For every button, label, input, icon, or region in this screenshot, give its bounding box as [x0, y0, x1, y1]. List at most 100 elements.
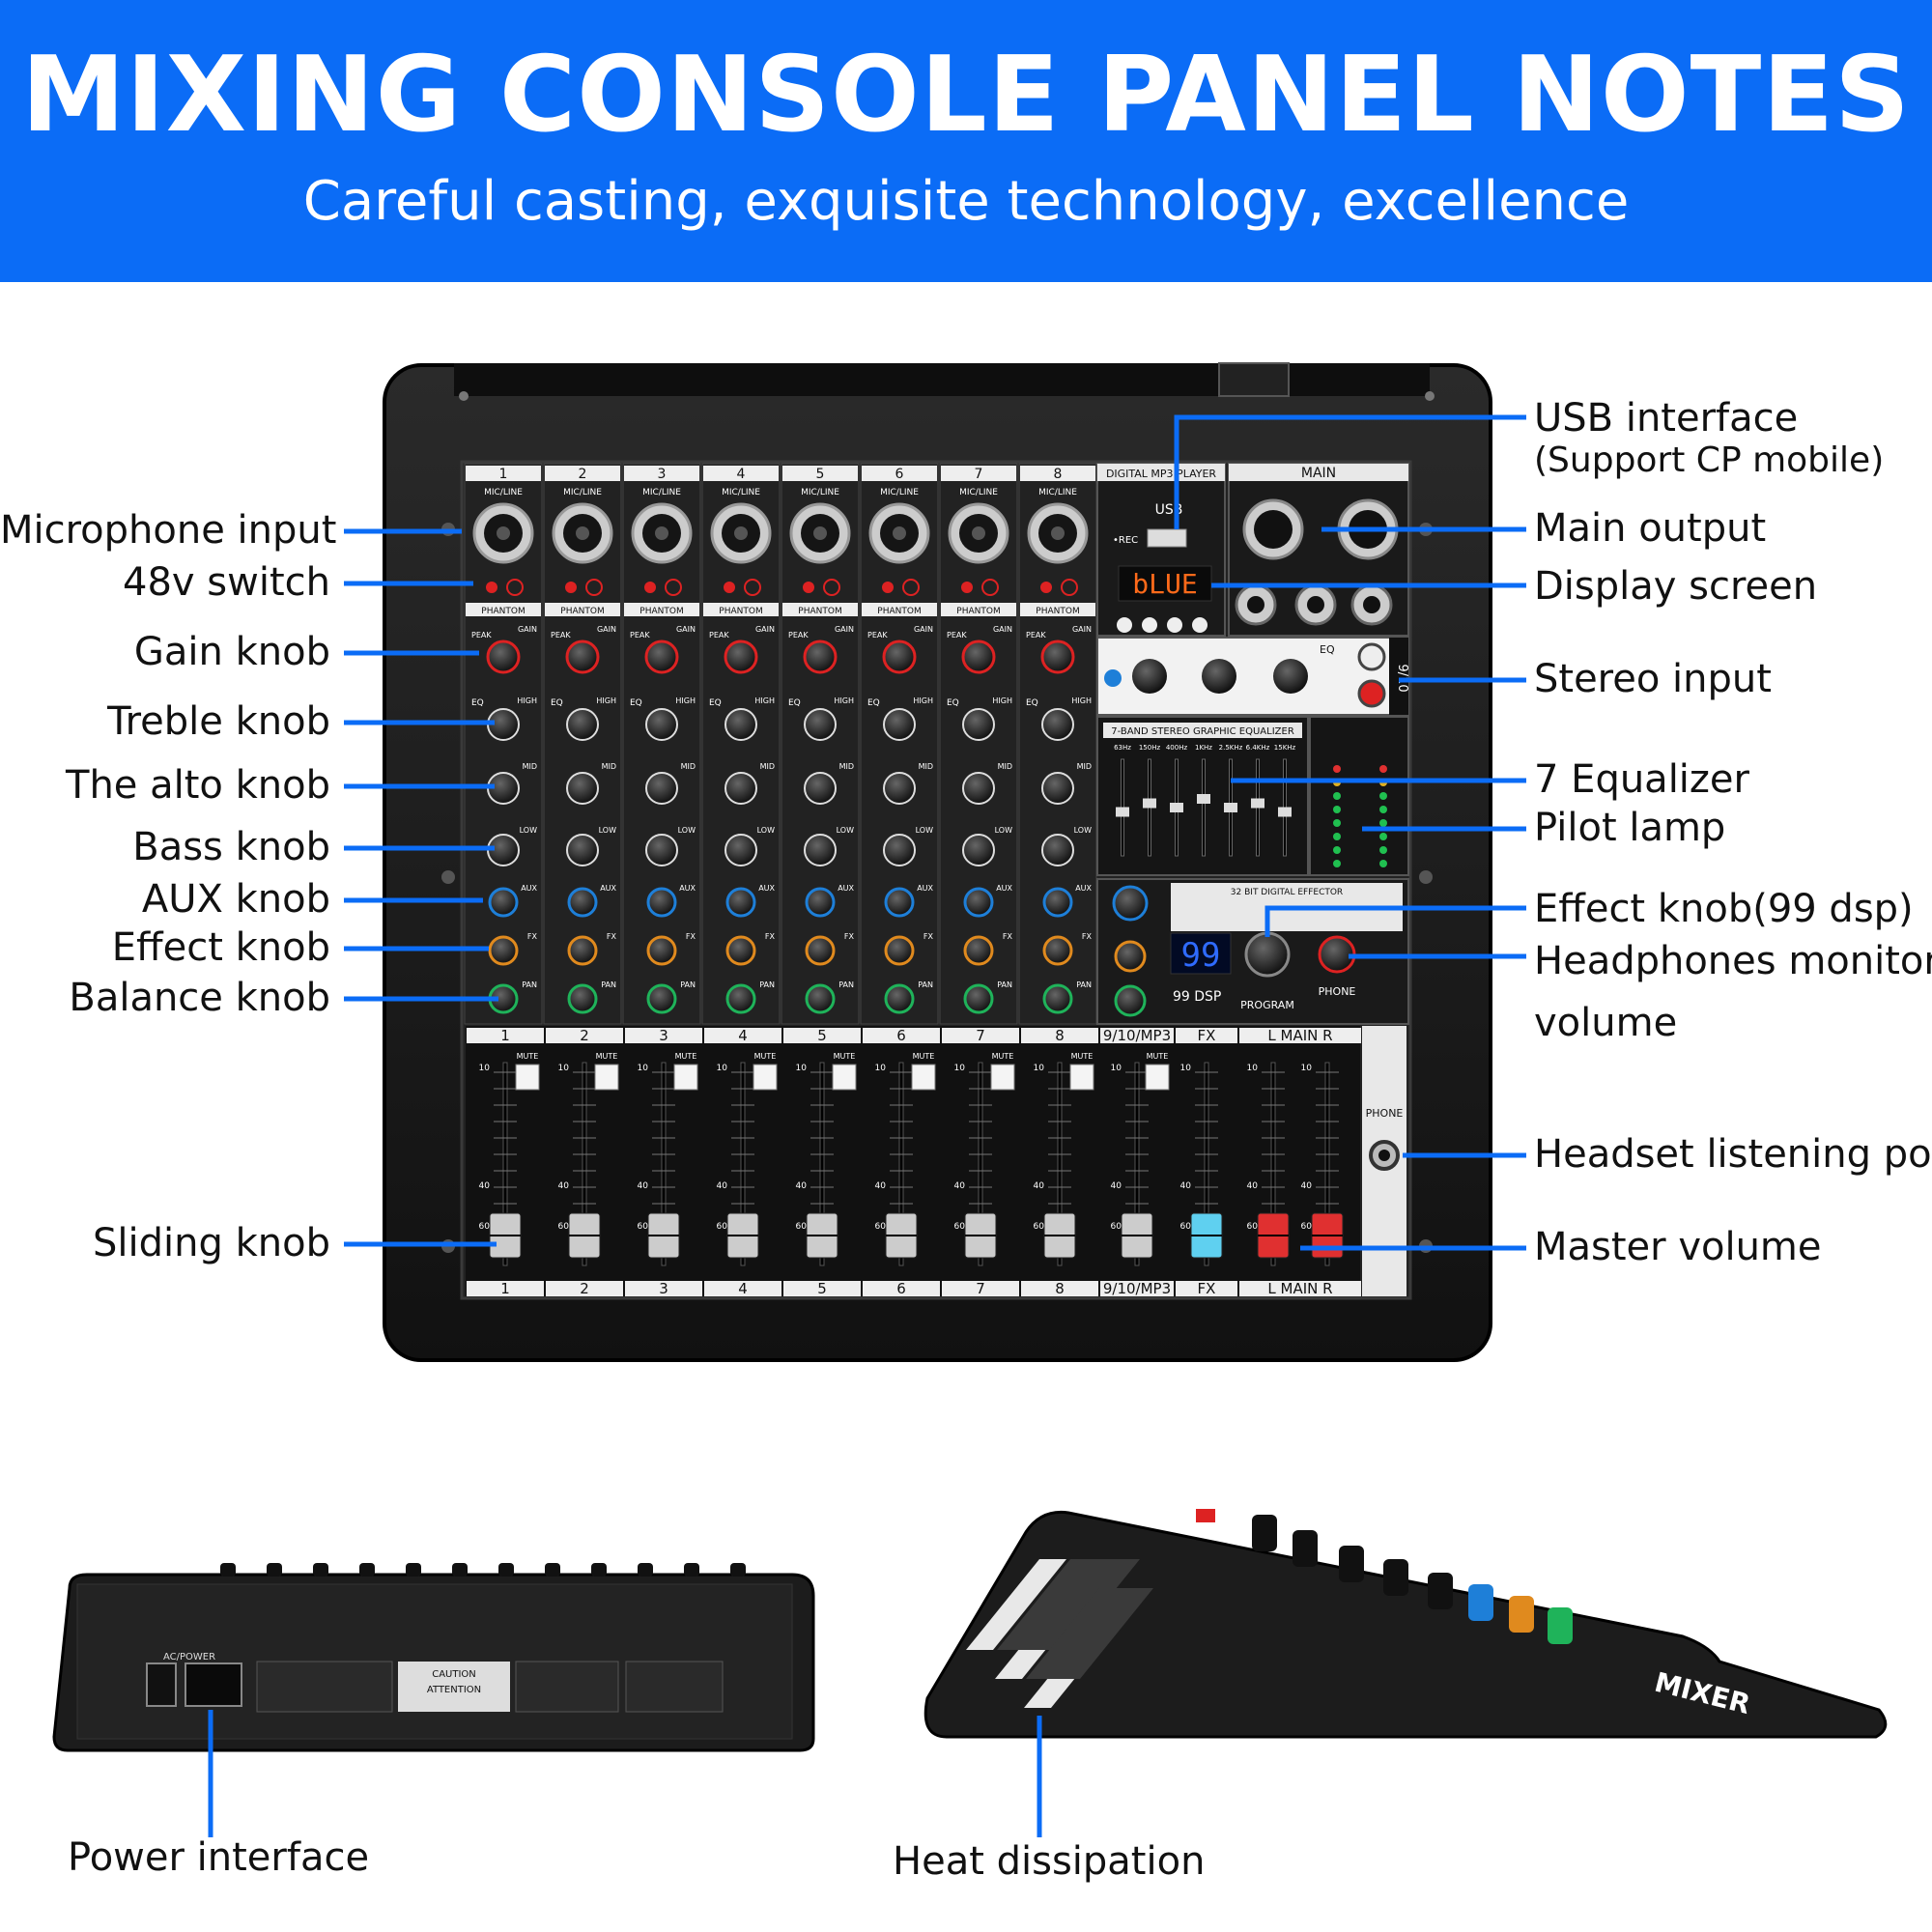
mute-button[interactable]: [990, 1064, 1015, 1091]
effect-knob[interactable]: [805, 935, 836, 966]
effect-knob[interactable]: [725, 935, 756, 966]
scale-60: 60: [1247, 1222, 1259, 1232]
scale-10: 10: [558, 1064, 570, 1073]
eq-band-slider[interactable]: [1170, 803, 1183, 812]
mid-knob[interactable]: [1041, 772, 1074, 805]
aux-knob[interactable]: [963, 887, 994, 918]
mid-knob[interactable]: [645, 772, 678, 805]
gain-label: GAIN: [597, 625, 616, 634]
treble-knob[interactable]: [645, 708, 678, 741]
mid-knob[interactable]: [883, 772, 916, 805]
channel-number: 8: [1054, 467, 1063, 482]
treble-knob[interactable]: [962, 708, 995, 741]
mute-button[interactable]: [1145, 1064, 1170, 1091]
gain-knob[interactable]: [803, 639, 838, 674]
pan-knob[interactable]: [567, 983, 598, 1014]
gain-knob[interactable]: [644, 639, 679, 674]
mute-button[interactable]: [673, 1064, 698, 1091]
mid-knob[interactable]: [962, 772, 995, 805]
pan-knob[interactable]: [725, 983, 756, 1014]
mid-knob[interactable]: [804, 772, 837, 805]
effect-knob[interactable]: [488, 935, 519, 966]
bass-knob[interactable]: [645, 834, 678, 867]
mute-button[interactable]: [911, 1064, 936, 1091]
eq-band-slider[interactable]: [1143, 798, 1156, 809]
gain-knob[interactable]: [486, 639, 521, 674]
pan-knob[interactable]: [805, 983, 836, 1014]
48v-switch[interactable]: [744, 579, 761, 596]
effect-knob[interactable]: [884, 935, 915, 966]
aux-knob[interactable]: [567, 887, 598, 918]
eq-band-slider[interactable]: [1278, 807, 1292, 817]
effect-knob[interactable]: [646, 935, 677, 966]
48v-switch[interactable]: [981, 579, 999, 596]
bass-knob[interactable]: [883, 834, 916, 867]
48v-switch[interactable]: [506, 579, 524, 596]
48v-switch[interactable]: [585, 579, 603, 596]
effect-knob[interactable]: [1042, 935, 1073, 966]
eq-band-slider[interactable]: [1224, 803, 1237, 812]
gain-knob[interactable]: [565, 639, 600, 674]
mid-knob[interactable]: [566, 772, 599, 805]
pan-knob[interactable]: [963, 983, 994, 1014]
channel-number: 1: [499, 467, 508, 482]
pan-label: PAN: [1076, 980, 1092, 989]
48v-switch[interactable]: [902, 579, 920, 596]
faders: 11104060MUTE22104060MUTE33104060MUTE4410…: [467, 1027, 1361, 1297]
aux-knob[interactable]: [1042, 887, 1073, 918]
eq-label: EQ: [551, 698, 563, 708]
treble-knob[interactable]: [724, 708, 757, 741]
treble-knob[interactable]: [804, 708, 837, 741]
effect-knob[interactable]: [567, 935, 598, 966]
eq-band-slider[interactable]: [1197, 794, 1210, 804]
pan-knob[interactable]: [1042, 983, 1073, 1014]
pan-knob[interactable]: [884, 983, 915, 1014]
gain-knob[interactable]: [1040, 639, 1075, 674]
48v-switch[interactable]: [823, 579, 840, 596]
pan-knob[interactable]: [646, 983, 677, 1014]
aux-knob[interactable]: [805, 887, 836, 918]
gain-knob[interactable]: [724, 639, 758, 674]
aux-knob[interactable]: [646, 887, 677, 918]
mute-button[interactable]: [753, 1064, 778, 1091]
fx-label: FX: [923, 932, 934, 941]
channel-number: 7: [975, 467, 983, 482]
treble-knob[interactable]: [883, 708, 916, 741]
gain-knob[interactable]: [961, 639, 996, 674]
gain-knob[interactable]: [882, 639, 917, 674]
treble-knob[interactable]: [566, 708, 599, 741]
treble-knob[interactable]: [1041, 708, 1074, 741]
bass-knob[interactable]: [804, 834, 837, 867]
effect-knob[interactable]: [963, 935, 994, 966]
aux-knob[interactable]: [725, 887, 756, 918]
aux-knob[interactable]: [884, 887, 915, 918]
mute-button[interactable]: [594, 1064, 619, 1091]
bass-knob[interactable]: [1041, 834, 1074, 867]
mute-button[interactable]: [515, 1064, 540, 1091]
aux-knob[interactable]: [488, 887, 519, 918]
bass-knob[interactable]: [962, 834, 995, 867]
mid-knob[interactable]: [724, 772, 757, 805]
mute-label: MUTE: [517, 1052, 539, 1061]
eq-band-slider[interactable]: [1251, 798, 1264, 809]
48v-switch[interactable]: [1061, 579, 1078, 596]
mute-button[interactable]: [832, 1064, 857, 1091]
bass-knob[interactable]: [724, 834, 757, 867]
48v-switch[interactable]: [665, 579, 682, 596]
bass-knob[interactable]: [566, 834, 599, 867]
mic-line-label: MIC/LINE: [722, 488, 760, 497]
eq-band-slider[interactable]: [1116, 807, 1129, 817]
mute-button[interactable]: [1069, 1064, 1094, 1091]
